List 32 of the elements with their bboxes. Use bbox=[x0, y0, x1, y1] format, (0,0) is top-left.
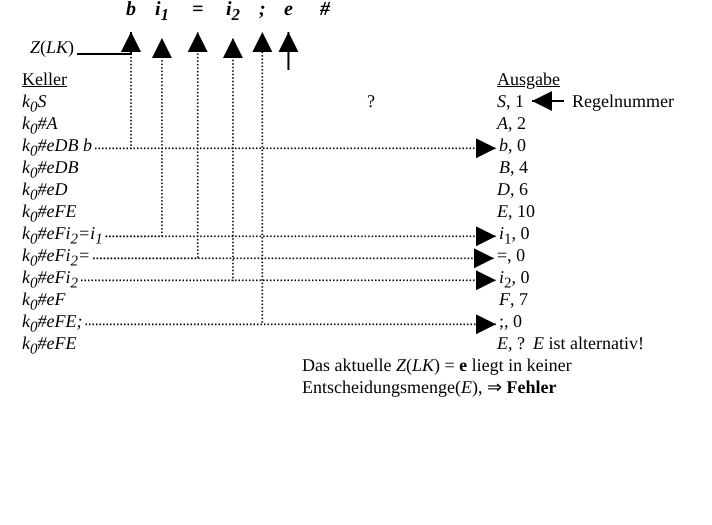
output-entry: ;, 0 bbox=[499, 310, 522, 332]
output-entry: =, 0 bbox=[497, 244, 526, 266]
input-symbol: ; bbox=[259, 0, 266, 32]
input-symbol: = bbox=[192, 0, 204, 32]
output-entry: S, 1 bbox=[497, 90, 524, 112]
dotted-arrow bbox=[85, 314, 496, 334]
input-symbol: i$_{2}$ bbox=[226, 0, 240, 38]
input-symbol: # bbox=[320, 0, 330, 32]
column-heading: Keller bbox=[22, 68, 67, 90]
arrow bbox=[278, 32, 298, 70]
input-symbol: b bbox=[126, 0, 136, 32]
input-symbol: e bbox=[284, 0, 293, 32]
output-entry: D, 6 bbox=[497, 178, 528, 200]
output-entry: b, 0 bbox=[499, 134, 526, 156]
dotted-arrow bbox=[106, 226, 496, 246]
column-heading: Ausgabe bbox=[497, 68, 560, 90]
remark-text: E ist alternativ! bbox=[533, 333, 644, 353]
output-entry: B, 4 bbox=[499, 156, 528, 178]
input-symbol: i$_{1}$ bbox=[155, 0, 169, 38]
stack-entry: k$_{0}$#eFE bbox=[22, 332, 76, 361]
output-entry: E, 10 bbox=[497, 200, 535, 222]
dotted-arrow bbox=[81, 270, 496, 290]
dotted-arrow bbox=[94, 138, 496, 158]
arrow bbox=[532, 91, 564, 111]
dotted-arrow bbox=[93, 248, 494, 268]
output-entry: A, 2 bbox=[497, 112, 526, 134]
output-entry: E, ? bbox=[497, 333, 525, 353]
pointer-label: Z(LK) bbox=[30, 36, 74, 58]
annotation: Regelnummer bbox=[572, 90, 674, 112]
question-mark: ? bbox=[367, 90, 375, 112]
note-text: Das aktuelle Z(LK) = e liegt in keiner Entscheidungsmenge(E), ⇒ Fehler bbox=[302, 354, 573, 398]
output-entry: F, 7 bbox=[499, 288, 528, 310]
